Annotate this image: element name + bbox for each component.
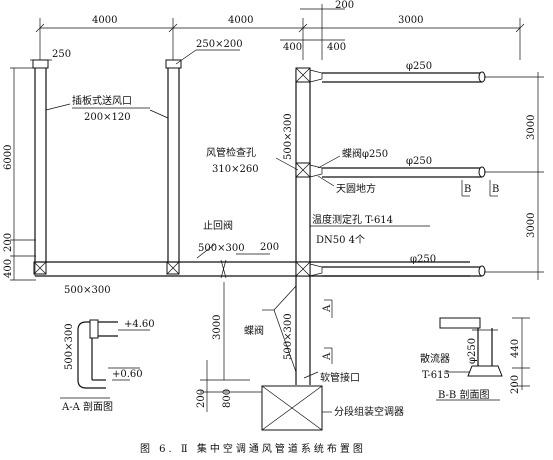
section-b-title: B-B 剖面图 (438, 388, 489, 401)
label-insert-plate-outlet: 插板式送风口 (72, 94, 132, 107)
mark-b-1: B (464, 184, 471, 195)
dim-200-top: 200 (335, 0, 354, 11)
mark-b-2: B (492, 184, 499, 195)
label-butterfly-valve: 蝶阀 (244, 324, 264, 337)
dim-400-a: 400 (283, 42, 302, 53)
left-branch-1 (32, 59, 49, 275)
label-diffuser-code: T-615 (422, 370, 450, 381)
label-temp-hole: 温度测定孔 T-614 (312, 213, 393, 226)
dim-3000-right-b: 3000 (526, 213, 537, 238)
section-b-phi250: φ250 (467, 338, 478, 364)
dim-phi250-mid: φ250 (406, 156, 432, 167)
label-diffuser: 散流器 (420, 352, 450, 365)
mark-a-2: A (322, 352, 333, 361)
round-branch-top (309, 69, 486, 83)
left-dimension-chain: 6000 200 400 (3, 67, 42, 281)
dim-3000-top: 3000 (398, 15, 423, 26)
label-soft-joint: 软管接口 (320, 371, 360, 384)
dim-6000-left: 6000 (3, 145, 14, 170)
label-round-square: 天圆地方 (336, 182, 376, 195)
dim-250x200: 250×200 (196, 39, 243, 50)
section-a-plus-060: +0.60 (112, 369, 143, 380)
dim-800-bottom: 800 (222, 389, 233, 408)
round-branch-mid (309, 164, 486, 178)
label-temp-hole-spec: DN50 4个 (316, 234, 365, 246)
label-check-valve-size: 500×300 (198, 243, 245, 254)
dim-200-mid: 200 (260, 242, 279, 253)
label-inspection-size: 310×260 (212, 164, 259, 175)
label-butterfly-valve-phi: 蝶阀φ250 (342, 147, 388, 160)
label-check-valve: 止回阀 (203, 219, 233, 232)
right-dimension-chain: 3000 3000 (484, 72, 544, 280)
dim-3000-mid: 3000 (212, 315, 223, 340)
section-b-b (436, 317, 530, 401)
riser-duct (295, 67, 311, 385)
section-a-a (60, 319, 150, 399)
dim-400-left: 400 (3, 259, 14, 278)
label-ahu: 分段组装空调器 (334, 405, 404, 418)
section-a-plus-460: +4.60 (124, 319, 155, 330)
main-horizontal-duct (34, 259, 470, 279)
section-b-440: 440 (510, 339, 521, 358)
section-a-size: 500×300 (64, 323, 75, 370)
mark-a-1: A (322, 304, 333, 313)
figure-caption: 图 6. Ⅱ 集中空调通风管道系统布置图 (140, 442, 366, 455)
dim-200-left: 200 (3, 233, 14, 252)
dim-4000-a: 4000 (92, 15, 117, 26)
section-b-200: 200 (510, 375, 521, 394)
dim-250-left: 250 (52, 49, 71, 60)
left-branch-2 (165, 59, 182, 275)
ahu-unit (261, 385, 323, 431)
dim-4000-b: 4000 (228, 15, 253, 26)
label-inspection-hole: 风管检查孔 (206, 146, 256, 159)
dim-400-b: 400 (327, 42, 346, 53)
round-branch-bottom (309, 263, 486, 277)
label-insert-plate-size: 200×120 (84, 112, 131, 123)
dim-500x300-main: 500×300 (64, 285, 111, 296)
dim-phi250-bottom: φ250 (410, 254, 436, 265)
section-a-title: A-A 剖面图 (61, 400, 113, 413)
dim-3000-right-a: 3000 (526, 115, 537, 140)
top-dimension-chain: 4000 4000 3000 200 400 400 (35, 0, 525, 60)
dim-500x300-riser: 500×300 (283, 113, 294, 160)
dim-200-bottom: 200 (196, 389, 207, 408)
dim-phi250-top: φ250 (406, 61, 432, 72)
dim-500x300-lower: 500×300 (283, 313, 294, 360)
